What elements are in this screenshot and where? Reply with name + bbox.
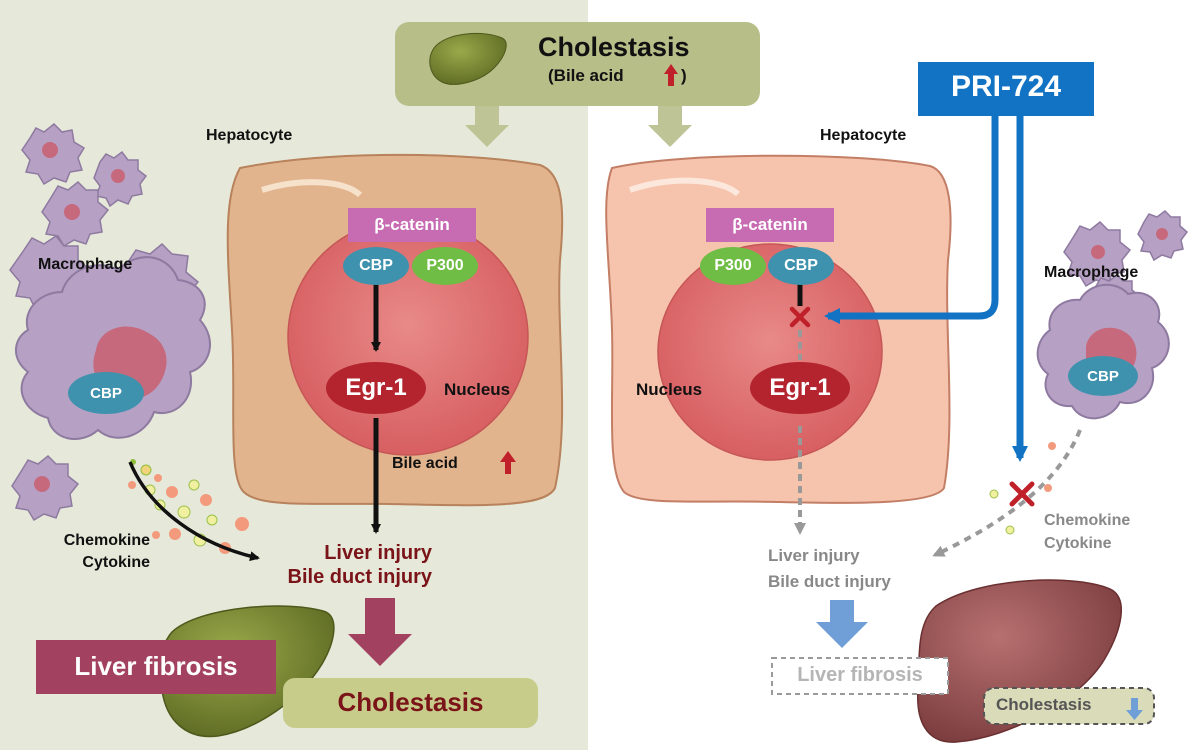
top-arrow-left [465,106,509,147]
top-bile-acid-up-arrow [664,64,678,86]
right-bile-duct-injury-label: Bile duct injury [768,572,891,591]
left-nucleus [287,218,529,456]
right-cbp: CBP [768,247,834,285]
right-liver-fibrosis-box [771,657,949,695]
left-bile-acid-label: Bile acid [392,455,458,472]
right-beta-catenin: β-catenin [706,208,834,242]
right-macrophage-label: Macrophage [1044,264,1139,281]
right-cholestasis-down-arrow [1126,698,1143,720]
right-block-x-nucleus [789,306,811,328]
right-cholestasis-box [983,687,1155,725]
left-bile-acid-up-arrow [500,451,516,474]
top-liver-icon [429,32,507,85]
left-cytokine-label: Cytokine [82,554,150,571]
right-egr1: Egr-1 [750,362,850,414]
left-arrow-macrophage-injury [128,461,260,562]
left-cholestasis-label: Cholestasis [337,687,484,717]
left-arrow-injury-cholestasis [348,598,412,666]
right-chemokine-dots [989,442,1056,535]
left-liver-injury-label: Liver injury [324,542,432,564]
left-hepatocyte-label: Hepatocyte [206,127,293,144]
right-hepatocyte-label: Hepatocyte [820,127,907,144]
left-beta-catenin: β-catenin [348,208,476,242]
right-cholestasis-label: Cholestasis [996,695,1092,714]
right-nucleus-label: Nucleus [636,380,703,399]
top-cholestasis-subtitle: (Bile acid [548,66,624,85]
right-nucleus [657,243,883,461]
left-p300: P300 [412,247,478,285]
top-arrow-right [648,106,692,147]
left-macrophage-cbp: CBP [68,372,144,414]
left-cbp: CBP [343,247,409,285]
left-cholestasis-box [283,678,538,728]
left-macrophage-label: Macrophage [38,256,133,273]
right-cytokine-label: Cytokine [1044,535,1112,552]
right-arrow-injury-fibrosis [816,600,868,648]
drug-arrow-to-nucleus [824,116,999,324]
right-liver-fibrosis-label: Liver fibrosis [797,664,923,686]
right-p300: P300 [700,247,766,285]
top-cholestasis-subtitle-end: ) [681,66,687,85]
right-chemokine-label: Chemokine [1044,512,1131,529]
left-egr1: Egr-1 [326,362,426,414]
right-dashed-macrophage-injury [932,429,1082,557]
drug-label: PRI-724 [950,70,1062,103]
left-liver-fibrosis-label: Liver fibrosis [74,651,238,681]
top-cholestasis-title: Cholestasis [538,32,690,62]
right-macrophage-cbp: CBP [1068,356,1138,396]
right-liver-injury-label: Liver injury [768,546,860,565]
left-chemokine-label: Chemokine [63,532,150,549]
left-liver-fibrosis-box [36,640,276,694]
left-bile-duct-injury-label: Bile duct injury [287,566,432,588]
left-nucleus-label: Nucleus [444,380,511,399]
right-block-x-cytokine [1009,481,1035,507]
drug-box [918,62,1094,116]
